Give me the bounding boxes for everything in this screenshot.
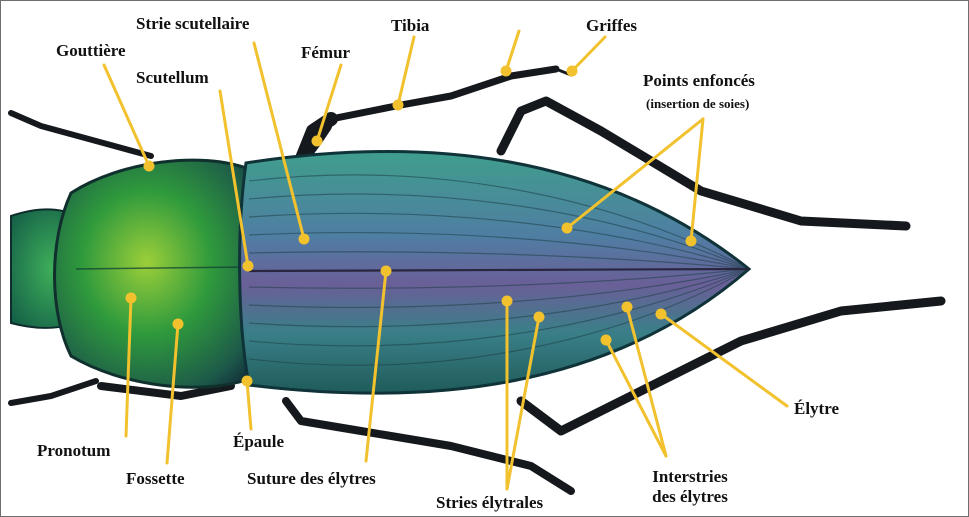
label-interstries-line1: Interstries <box>637 467 743 487</box>
label-points-enfonces-note: (insertion de soies) <box>646 94 749 114</box>
label-femur: Fémur <box>301 43 350 63</box>
label-stries-elytrales: Stries élytrales <box>436 493 543 513</box>
label-suture: Suture des élytres <box>247 469 376 489</box>
label-epaule: Épaule <box>233 432 284 452</box>
label-elytre: Élytre <box>794 399 839 419</box>
elytra <box>240 152 749 394</box>
label-gouttiere: Gouttière <box>56 41 126 61</box>
label-griffes: Griffes <box>586 16 637 36</box>
label-pronotum: Pronotum <box>37 441 110 461</box>
label-interstries-line2: des élytres <box>637 487 743 507</box>
label-scutellum: Scutellum <box>136 68 209 88</box>
pronotum <box>55 160 260 387</box>
label-points-enfonces: Points enfoncés <box>643 71 755 91</box>
label-strie-scutellaire: Strie scutellaire <box>136 14 249 34</box>
label-tibia: Tibia <box>391 16 429 36</box>
label-fossette: Fossette <box>126 469 185 489</box>
label-interstries: Interstries des élytres <box>637 467 743 507</box>
